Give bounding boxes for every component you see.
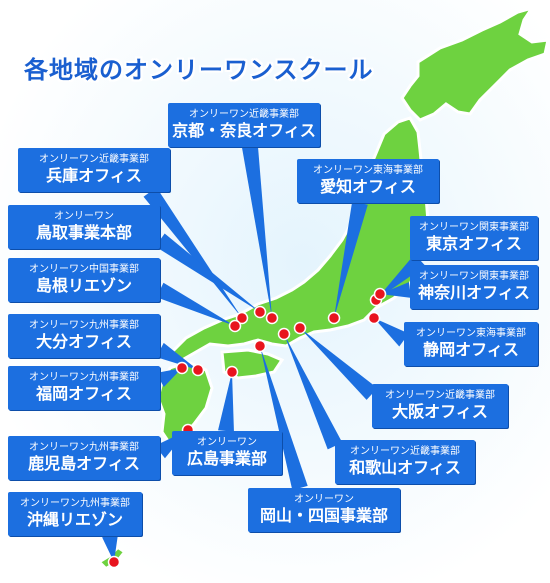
office-division-label: オンリーワン東海事業部 [313,165,423,176]
office-location-dot [175,361,189,375]
office-location-dot [253,339,267,353]
office-location-dot [373,287,387,301]
office-name-label: 和歌山オフィス [349,458,461,477]
office-box[interactable]: オンリーワン東海事業部愛知オフィス [297,159,439,203]
office-name-label: 岡山・四国事業部 [259,506,388,525]
office-location-dot [235,311,249,325]
office-division-label: オンリーワン [54,211,114,222]
office-name-label: 鳥取事業本部 [35,223,132,242]
office-division-label: オンリーワン九州事業部 [29,372,139,383]
office-box[interactable]: オンリーワン鳥取事業本部 [8,205,160,249]
office-division-label: オンリーワン九州事業部 [20,498,130,509]
office-box[interactable]: オンリーワン九州事業部大分オフィス [8,314,160,358]
office-dots [107,287,387,569]
office-box[interactable]: オンリーワン九州事業部福岡オフィス [8,366,160,410]
hokkaido-island [400,5,550,122]
office-name-label: 広島事業部 [186,449,267,468]
connector-line [218,372,234,432]
office-name-label: 京都・奈良オフィス [172,121,316,140]
office-location-dot [277,327,291,341]
office-name-label: 兵庫オフィス [46,166,142,185]
office-division-label: オンリーワン近畿事業部 [189,109,299,120]
office-box[interactable]: オンリーワン九州事業部沖縄リエゾン [8,492,142,536]
connector-line [300,328,378,400]
office-division-label: オンリーワン [197,437,257,448]
office-name-label: 大分オフィス [36,332,132,351]
office-location-dot [225,365,239,379]
office-name-label: 愛知オフィス [320,177,416,196]
connector-lines [102,145,426,562]
office-name-label: 大阪オフィス [392,402,488,421]
office-location-dot [265,311,279,325]
office-name-label: 神奈川オフィス [418,283,530,302]
office-box[interactable]: オンリーワン関東事業部神奈川オフィス [410,265,538,309]
office-box[interactable]: オンリーワン近畿事業部大阪オフィス [372,384,508,428]
office-box[interactable]: オンリーワン関東事業部東京オフィス [410,216,538,260]
office-box[interactable]: オンリーワン近畿事業部兵庫オフィス [18,148,170,192]
office-name-label: 島根リエゾン [35,276,132,295]
office-box[interactable]: オンリーワン広島事業部 [172,431,282,475]
connector-line [374,318,409,347]
office-box[interactable]: オンリーワン九州事業部鹿児島オフィス [8,436,160,480]
office-location-dot [367,311,381,325]
connector-line [156,368,182,388]
office-location-dot [191,363,205,377]
office-division-label: オンリーワン中国事業部 [29,264,139,275]
office-box[interactable]: オンリーワン東海事業部静岡オフィス [404,322,538,366]
office-division-label: オンリーワン近畿事業部 [39,154,149,165]
office-division-label: オンリーワン関東事業部 [419,222,529,233]
office-name-label: 沖縄リエゾン [26,510,123,529]
office-name-label: 鹿児島オフィス [28,454,140,473]
connector-line [334,201,368,318]
office-name-label: 静岡オフィス [423,340,519,359]
office-division-label: オンリーワン近畿事業部 [350,446,460,457]
office-location-dot [107,555,121,569]
office-location-dot [293,321,307,335]
office-box[interactable]: オンリーワン岡山・四国事業部 [248,488,400,532]
connector-line [156,282,235,326]
office-location-dot [327,311,341,325]
office-location-dot [253,305,267,319]
office-division-label: オンリーワン九州事業部 [29,320,139,331]
office-division-label: オンリーワン近畿事業部 [385,390,495,401]
office-name-label: 東京オフィス [426,234,522,253]
office-box[interactable]: オンリーワン近畿事業部和歌山オフィス [335,440,475,484]
connector-line [102,534,118,562]
office-division-label: オンリーワン九州事業部 [29,442,139,453]
office-box[interactable]: オンリーワン近畿事業部京都・奈良オフィス [168,103,320,147]
office-division-label: オンリーワン関東事業部 [419,271,529,282]
connector-line [242,145,272,318]
connector-line [260,346,308,491]
connector-line [380,282,412,298]
page-title: 各地域のオンリーワンスクール [24,56,374,84]
office-box[interactable]: オンリーワン中国事業部島根リエゾン [8,258,160,302]
office-division-label: オンリーワン [294,494,354,505]
office-name-label: 福岡オフィス [36,384,132,403]
office-division-label: オンリーワン東海事業部 [416,328,526,339]
connector-line [284,334,343,450]
connector-line [156,342,198,370]
connector-line [155,233,260,312]
office-location-dot [228,319,242,333]
